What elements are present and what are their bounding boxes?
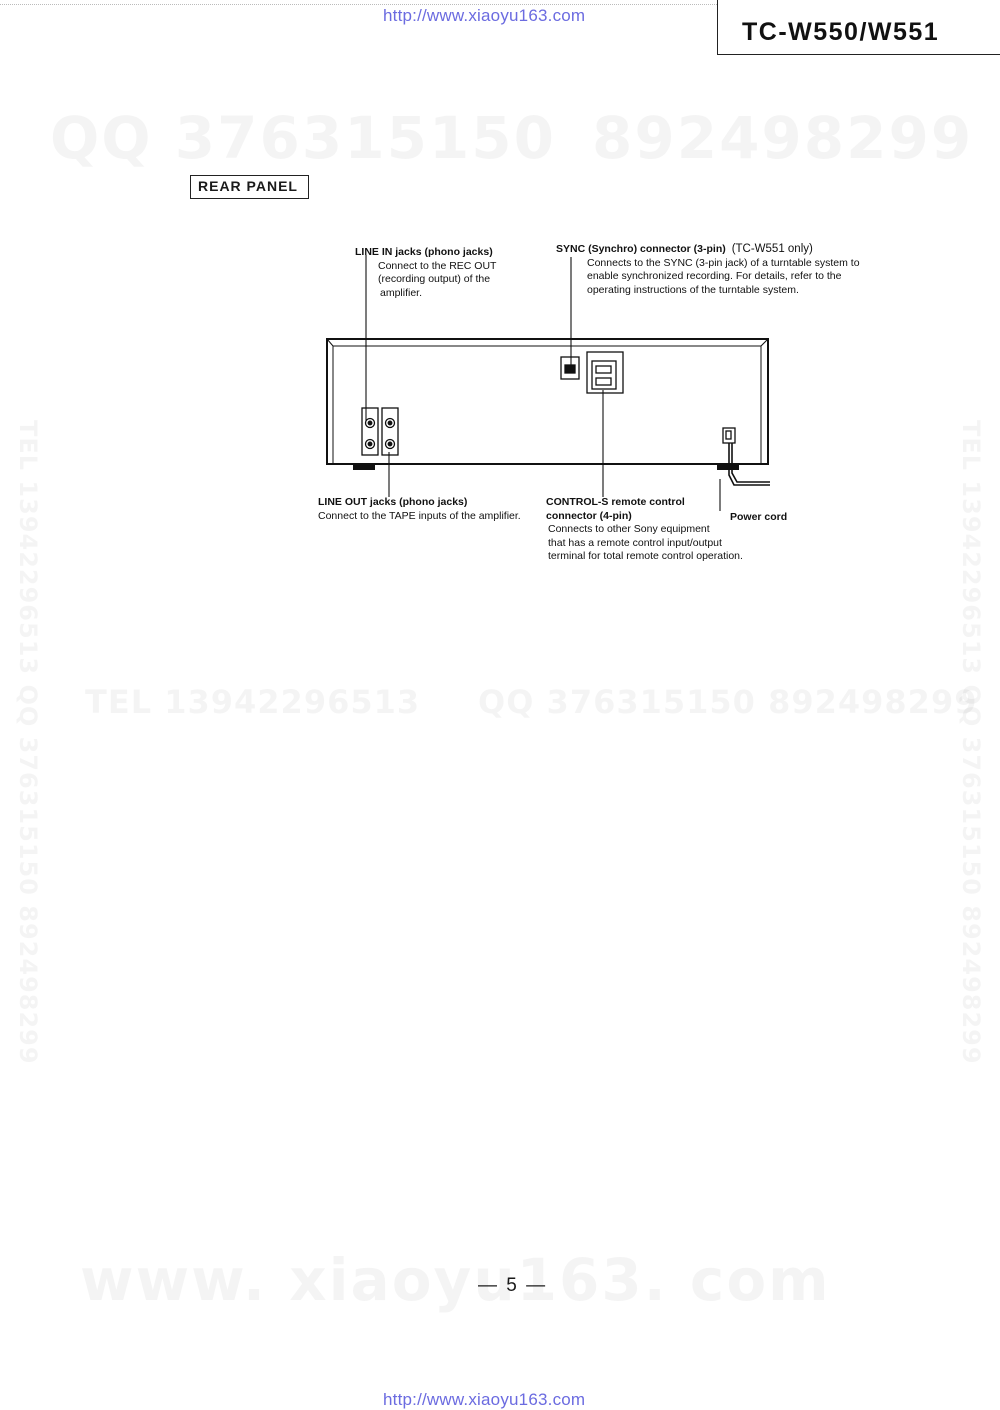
top-url[interactable]: http://www.xiaoyu163.com	[383, 6, 586, 25]
callout-line-out: LINE OUT jacks (phono jacks) Connect to …	[318, 496, 521, 523]
callout-power: Power cord	[730, 511, 787, 525]
callout-control-s-title-1: CONTROL-S remote control	[546, 496, 685, 508]
callout-line-out-title: LINE OUT jacks (phono jacks)	[318, 496, 468, 508]
watermark-vertical-right: TEL 13942296513 QQ 376315150 892498299	[957, 420, 985, 1065]
watermark-site-bottom: www. xiaoyu163. com	[80, 1246, 831, 1314]
watermark-qq-top-1: QQ 376315150	[50, 104, 556, 172]
callout-control-s-title-2: connector (4-pin)	[546, 509, 632, 522]
watermark-vertical-left: TEL 13942296513 QQ 376315150 892498299	[14, 420, 42, 1065]
callout-sync-title: SYNC (Synchro) connector (3-pin)	[556, 243, 726, 255]
callout-line-in-desc-2: (recording output) of the	[378, 273, 491, 285]
callout-line-in-title: LINE IN jacks (phono jacks)	[355, 246, 493, 258]
model-number: TC-W550/W551	[742, 18, 940, 46]
section-title-box	[190, 175, 309, 199]
leader-lines	[365, 255, 721, 511]
watermark-tel-mid: TEL 13942296513	[85, 683, 420, 721]
cabinet-outline	[326, 338, 769, 465]
section-title: REAR PANEL	[198, 178, 298, 194]
watermark-qq-top-2: 892498299	[592, 104, 973, 172]
callout-sync-note: (TC-W551 only)	[731, 243, 813, 255]
callout-line-in-desc-1: Connect to the REC OUT	[378, 259, 497, 272]
callout-line-in: LINE IN jacks (phono jacks) Connect to t…	[355, 246, 496, 300]
callout-line-out-desc-1: Connect to the TAPE inputs of the amplif…	[318, 509, 521, 522]
rear-panel-diagram	[326, 255, 770, 511]
callout-power-title: Power cord	[730, 511, 788, 523]
callout-line-in-desc-3: amplifier.	[380, 286, 423, 299]
watermark-qq-mid: QQ 376315150 892498299	[478, 683, 977, 721]
callout-sync: SYNC (Synchro) connector (3-pin) (TC-W55…	[556, 243, 860, 297]
model-box	[717, 0, 1000, 55]
bottom-url[interactable]: http://www.xiaoyu163.com	[383, 1390, 586, 1409]
page-number: — 5 —	[478, 1275, 548, 1296]
phono-jacks	[361, 407, 399, 456]
callout-sync-desc-1: Connects to the SYNC (3-pin jack) of a t…	[587, 256, 860, 269]
callout-sync-desc-3: operating instructions of the turntable …	[587, 283, 799, 296]
callout-control-s: CONTROL-S remote control connector (4-pi…	[546, 496, 743, 564]
left-foot	[353, 464, 375, 470]
control-s-connector	[586, 351, 624, 394]
callout-sync-desc-2: enable synchronized recording. For detai…	[587, 270, 842, 282]
sync-connector	[560, 356, 580, 380]
top-rule	[0, 4, 717, 5]
callout-control-s-desc-2: that has a remote control input/output	[548, 536, 722, 549]
power-cord	[722, 427, 770, 486]
right-foot	[717, 464, 739, 470]
callout-control-s-desc-1: Connects to other Sony equipment	[548, 523, 710, 535]
callout-control-s-desc-3: terminal for total remote control operat…	[548, 550, 743, 562]
